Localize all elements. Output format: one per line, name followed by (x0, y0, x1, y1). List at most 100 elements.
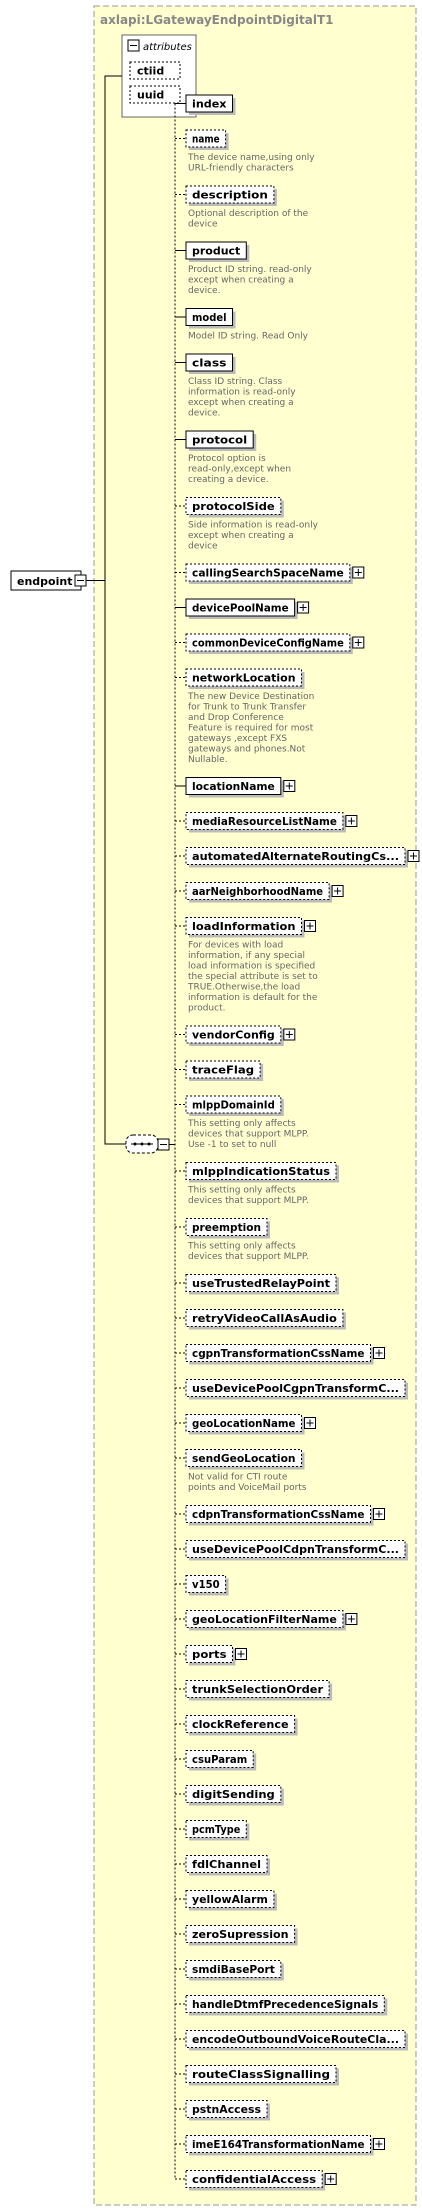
element-label: networkLocation (192, 672, 296, 685)
element-box[interactable] (185, 1995, 385, 2013)
element-box[interactable] (185, 1344, 371, 1362)
element-box[interactable] (185, 847, 406, 865)
element-label: zeroSupression (192, 1928, 289, 1941)
element-box[interactable] (185, 1855, 268, 1873)
element-label: confidentialAccess (192, 2173, 317, 2186)
element-doc: The device name,using only (187, 153, 315, 163)
attribute-box[interactable] (129, 85, 181, 104)
element-box[interactable] (185, 94, 233, 113)
element-box[interactable] (185, 1680, 330, 1698)
element-label: pstnAccess (192, 2103, 261, 2116)
element-box[interactable] (185, 1960, 282, 1978)
element-doc: gateways and phones.Not (188, 745, 306, 755)
element-box[interactable] (185, 1025, 282, 1044)
element-box[interactable] (185, 1575, 227, 1593)
element-box[interactable] (185, 917, 302, 935)
element-box[interactable] (185, 1645, 233, 1663)
element-doc: For devices with load (188, 941, 283, 951)
attribute-label: ctiid (137, 65, 164, 78)
element-doc: Nullable. (188, 755, 228, 765)
element-box[interactable] (185, 1095, 282, 1114)
element-box[interactable] (185, 1309, 344, 1327)
element-label: mediaResourceListName (192, 815, 337, 828)
element-doc: Class ID string. Class (188, 377, 283, 387)
element-box[interactable] (185, 185, 275, 204)
element-box[interactable] (185, 1162, 337, 1180)
element-label: useTrustedRelayPoint (192, 1277, 330, 1290)
element-box[interactable] (185, 2135, 371, 2153)
element-box[interactable] (185, 1379, 406, 1397)
element-label: product (192, 245, 240, 258)
element-label: encodeOutboundVoiceRouteCla... (192, 2033, 399, 2046)
element-box[interactable] (185, 308, 233, 326)
element-box[interactable] (185, 777, 282, 795)
attribute-label: uuid (137, 89, 164, 102)
element-label: geoLocationFilterName (192, 1613, 337, 1626)
element-label: useDevicePoolCgpnTransformC... (192, 1382, 399, 1395)
element-doc: device. (188, 286, 220, 296)
element-box[interactable] (185, 1820, 247, 1838)
element-doc: for Trunk to Trunk Transfer (188, 703, 306, 713)
element-label: csuParam (192, 1753, 247, 1766)
element-box[interactable] (185, 1610, 344, 1628)
attribute-box[interactable] (129, 61, 181, 80)
element-label: vendorConfig (192, 1029, 275, 1042)
element-label: mlppDomainId (192, 1099, 275, 1112)
element-label: trunkSelectionOrder (192, 1683, 324, 1696)
element-box[interactable] (185, 1785, 282, 1803)
element-box[interactable] (185, 129, 227, 148)
element-doc: except when creating a (188, 531, 294, 541)
element-box[interactable] (185, 1750, 254, 1768)
element-label: loadInformation (192, 920, 296, 933)
element-label: description (192, 189, 268, 202)
element-label: mlppIndicationStatus (192, 1165, 330, 1178)
element-box[interactable] (185, 668, 302, 687)
element-label: preemption (192, 1221, 261, 1234)
element-box[interactable] (185, 2030, 406, 2048)
element-doc: TRUE.Otherwise,the load (187, 983, 300, 993)
element-label: digitSending (192, 1788, 275, 1801)
element-label: class (192, 357, 227, 370)
element-box[interactable] (185, 1890, 275, 1908)
element-box[interactable] (185, 633, 351, 652)
element-box[interactable] (185, 1925, 296, 1943)
element-box[interactable] (185, 1505, 371, 1523)
element-box[interactable] (185, 1414, 302, 1432)
element-box[interactable] (185, 2065, 337, 2083)
element-box[interactable] (185, 598, 296, 617)
element-box[interactable] (185, 2100, 268, 2118)
element-label: v150 (192, 1578, 220, 1591)
element-doc: Use -1 to set to null (188, 1140, 276, 1150)
element-label: index (192, 98, 227, 111)
element-doc: device (188, 220, 218, 230)
element-label: fdlChannel (192, 1858, 261, 1871)
element-doc: Feature is required for most (188, 724, 314, 734)
element-box[interactable] (185, 882, 330, 900)
element-label: sendGeoLocation (192, 1452, 296, 1465)
element-label: protocolSide (192, 500, 275, 513)
element-box[interactable] (185, 1540, 406, 1558)
element-box[interactable] (185, 1060, 261, 1079)
element-box[interactable] (185, 2170, 323, 2188)
container-title: axlapi:LGatewayEndpointDigitalT1 (100, 13, 333, 27)
element-doc: information is read-only (188, 388, 296, 398)
element-label: smdiBasePort (192, 1963, 275, 1976)
element-box[interactable] (185, 563, 351, 582)
element-box[interactable] (185, 1218, 268, 1236)
element-box[interactable] (185, 812, 344, 830)
element-box[interactable] (185, 353, 233, 372)
element-label: automatedAlternateRoutingCs... (192, 850, 399, 863)
element-box[interactable] (185, 430, 254, 449)
element-doc: device (188, 542, 218, 552)
element-box[interactable] (185, 1715, 296, 1733)
element-doc: URL-friendly characters (188, 164, 294, 174)
element-label: clockReference (192, 1718, 289, 1731)
element-label: cdpnTransformationCssName (192, 1508, 365, 1521)
element-box[interactable] (185, 497, 282, 515)
element-box[interactable] (185, 241, 247, 260)
element-doc: device. (188, 409, 220, 419)
element-doc: devices that support MLPP. (188, 1130, 309, 1140)
element-box[interactable] (185, 1274, 337, 1292)
element-box[interactable] (185, 1449, 302, 1467)
